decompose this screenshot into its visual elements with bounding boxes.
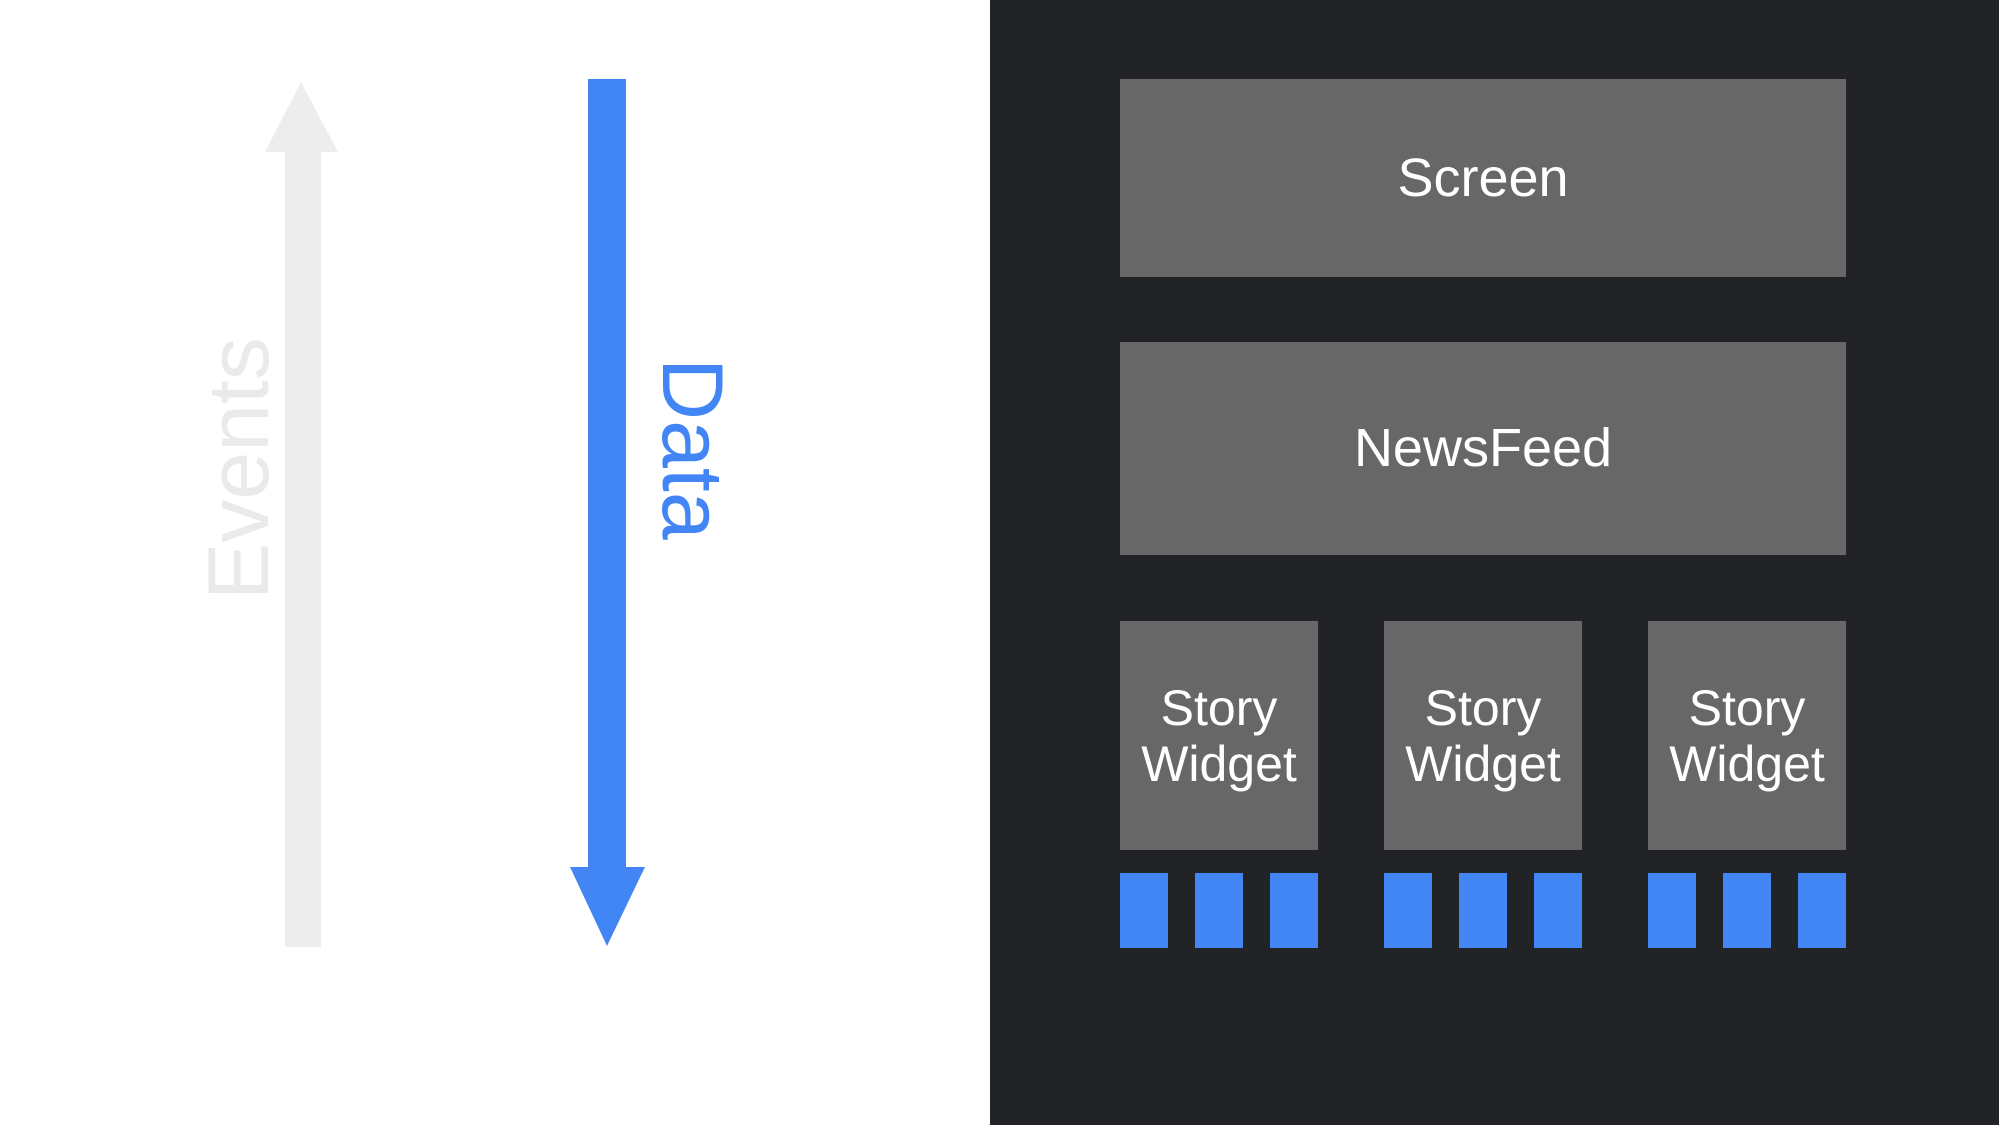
widget-tree-pane: Screen NewsFeed Story Widget Story Widge…	[990, 0, 1999, 1125]
story-widget-line2: Widget	[1669, 735, 1825, 792]
node-leaf[interactable]	[1459, 873, 1507, 948]
story-widget-label: Story Widget	[1405, 680, 1561, 792]
flow-legend-pane: Events Data	[0, 0, 990, 1125]
node-story-widget[interactable]: Story Widget	[1648, 621, 1846, 850]
story-widget-label: Story Widget	[1141, 680, 1297, 792]
node-leaf[interactable]	[1384, 873, 1432, 948]
node-newsfeed[interactable]: NewsFeed	[1120, 342, 1846, 555]
node-leaf[interactable]	[1120, 873, 1168, 948]
node-screen[interactable]: Screen	[1120, 79, 1846, 277]
story-widget-line2: Widget	[1141, 735, 1297, 792]
story-widget-label: Story Widget	[1669, 680, 1825, 792]
node-leaf[interactable]	[1195, 873, 1243, 948]
node-leaf[interactable]	[1648, 873, 1696, 948]
node-story-widget[interactable]: Story Widget	[1384, 621, 1582, 850]
story-widget-line2: Widget	[1405, 735, 1561, 792]
node-leaf[interactable]	[1723, 873, 1771, 948]
node-leaf[interactable]	[1798, 873, 1846, 948]
node-leaf[interactable]	[1534, 873, 1582, 948]
flow-arrows	[265, 79, 645, 947]
data-flow-label: Data	[644, 358, 740, 540]
data-arrow-icon	[570, 79, 645, 946]
events-flow-label: Events	[191, 337, 287, 600]
node-leaf[interactable]	[1270, 873, 1318, 948]
story-widget-line1: Story	[1424, 679, 1542, 736]
story-widget-line1: Story	[1160, 679, 1278, 736]
story-widget-line1: Story	[1688, 679, 1806, 736]
node-story-widget[interactable]: Story Widget	[1120, 621, 1318, 850]
